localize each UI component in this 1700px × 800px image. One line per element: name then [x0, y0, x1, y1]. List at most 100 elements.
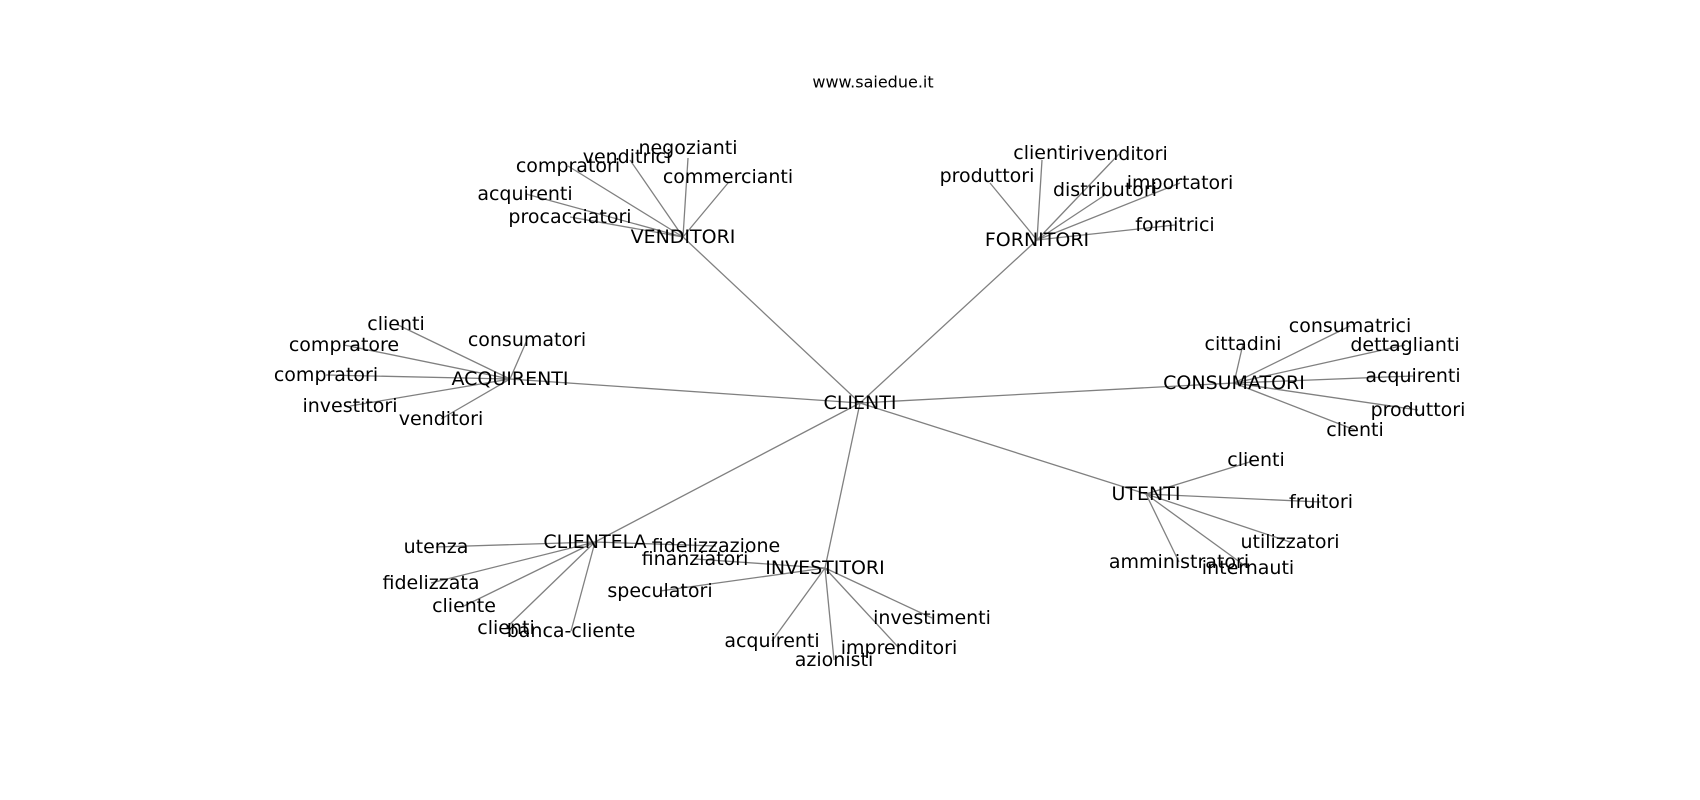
edge-venditori-negozianti — [682, 157, 689, 238]
leaf-node-acquirenti-investitori: investitori — [302, 395, 397, 417]
edge-clientela-fidelizzata — [430, 541, 596, 584]
edge-acquirenti-clienti — [395, 323, 511, 380]
leaf-node-investitori-acquirenti: acquirenti — [724, 630, 819, 652]
edge-root-acquirenti — [509, 378, 861, 404]
leaf-node-venditori-procacciatori: procacciatori — [508, 206, 631, 228]
edge-utenti-amministratori — [1145, 493, 1180, 563]
edge-venditori-commercianti — [682, 182, 729, 238]
edge-investitori-investimenti — [824, 567, 933, 619]
leaf-node-investitori-investimenti: investimenti — [873, 607, 991, 629]
edge-fornitori-produttori — [989, 182, 1038, 241]
edge-consumatori-cittadini — [1233, 343, 1244, 384]
group-node-fornitori: FORNITORI — [985, 229, 1089, 251]
leaf-node-venditori-commercianti: commercianti — [663, 166, 793, 188]
leaf-node-consumatori-produttori: produttori — [1371, 399, 1466, 421]
edge-acquirenti-venditori — [440, 378, 511, 420]
edge-venditori-procacciatori — [569, 216, 684, 238]
leaf-node-clientela-fidelizzazione: fidelizzazione — [652, 535, 780, 557]
leaf-node-fornitori-clienti: clienti — [1013, 142, 1070, 164]
edge-consumatori-dettaglianti — [1233, 344, 1406, 384]
group-node-investitori: INVESTITORI — [765, 557, 884, 579]
edge-utenti-internauti — [1145, 493, 1249, 569]
edge-consumatori-clienti — [1233, 382, 1356, 431]
leaf-node-clientela-banca-cliente: banca-cliente — [507, 620, 636, 642]
edge-root-utenti — [859, 402, 1147, 495]
group-node-clientela: CLIENTELA — [543, 531, 646, 553]
edge-utenti-utilizzatori — [1145, 493, 1291, 543]
leaf-node-utenti-amministratori: amministratori — [1109, 551, 1249, 573]
edge-root-investitori — [824, 402, 861, 569]
leaf-node-consumatori-dettaglianti: dettaglianti — [1350, 334, 1459, 356]
edge-venditori-venditrici — [629, 159, 684, 238]
leaf-node-utenti-fruitori: fruitori — [1289, 491, 1353, 513]
leaf-node-fornitori-fornitrici: fornitrici — [1135, 214, 1214, 236]
leaf-node-venditori-acquirenti: acquirenti — [477, 183, 572, 205]
edge-root-consumatori — [859, 382, 1235, 404]
edge-acquirenti-compratori — [325, 374, 511, 380]
edge-acquirenti-consumatori — [509, 339, 528, 380]
leaf-node-clientela-cliente: cliente — [432, 595, 496, 617]
edge-clientela-cliente — [463, 541, 596, 607]
leaf-node-investitori-azionisti: azionisti — [795, 649, 873, 671]
edge-fornitori-importatori — [1036, 182, 1181, 241]
edge-venditori-compratori — [567, 165, 684, 238]
leaf-node-acquirenti-consumatori: consumatori — [468, 329, 586, 351]
edge-clientela-utenza — [435, 541, 596, 548]
group-node-utenti: UTENTI — [1112, 483, 1181, 505]
leaf-node-acquirenti-compratore: compratore — [289, 334, 399, 356]
edge-consumatori-acquirenti — [1233, 375, 1414, 384]
leaf-node-venditori-venditrici: venditrici — [583, 146, 672, 168]
edge-fornitori-fornitrici — [1036, 224, 1176, 241]
edge-root-clientela — [594, 402, 861, 543]
leaf-node-clientela-utenza: utenza — [404, 536, 469, 558]
edge-fornitori-distributori — [1036, 194, 1106, 241]
leaf-node-fornitori-distributori: distributori — [1053, 179, 1157, 201]
leaf-node-investitori-finanziatori: finanziatori — [642, 548, 749, 570]
leaf-node-acquirenti-compratori: compratori — [274, 364, 378, 386]
edge-investitori-imprenditori — [824, 567, 900, 649]
root-node-label: CLIENTI — [824, 392, 897, 414]
edge-investitori-finanziatori — [694, 558, 826, 569]
leaf-node-clientela-clienti: clienti — [477, 617, 534, 639]
edge-acquirenti-investitori — [349, 378, 511, 407]
leaf-node-consumatori-acquirenti: acquirenti — [1365, 365, 1460, 387]
leaf-node-consumatori-cittadini: cittadini — [1205, 333, 1282, 355]
leaf-node-venditori-compratori: compratori — [516, 155, 620, 177]
leaf-node-clientela-fidelizzata: fidelizzata — [383, 572, 480, 594]
edge-fornitori-rivenditori — [1036, 153, 1120, 241]
leaf-node-venditori-negozianti: negozianti — [638, 137, 737, 159]
leaf-node-consumatori-consumatrici: consumatrici — [1289, 315, 1411, 337]
edge-clientela-fidelizzazione — [594, 541, 717, 547]
edge-consumatori-produttori — [1233, 382, 1419, 411]
leaf-node-investitori-speculatori: speculatori — [607, 580, 712, 602]
edge-clientela-clienti — [505, 541, 596, 629]
leaf-node-investitori-imprenditori: imprenditori — [841, 637, 957, 659]
leaf-node-fornitori-rivenditori: rivenditori — [1070, 143, 1168, 165]
edge-investitori-speculatori — [659, 567, 826, 592]
edge-acquirenti-compratore — [343, 344, 511, 380]
edge-clientela-banca-cliente — [570, 541, 596, 632]
site-title: www.saiedue.it — [812, 73, 933, 92]
leaf-node-utenti-clienti: clienti — [1227, 449, 1284, 471]
edge-investitori-acquirenti — [771, 567, 826, 642]
leaf-node-acquirenti-venditori: venditori — [399, 408, 483, 430]
leaf-node-utenti-utilizzatori: utilizzatori — [1240, 531, 1339, 553]
edge-consumatori-consumatrici — [1233, 325, 1351, 384]
edge-utenti-clienti — [1145, 459, 1257, 495]
leaf-node-acquirenti-clienti: clienti — [367, 313, 424, 335]
leaf-node-consumatori-clienti: clienti — [1326, 419, 1383, 441]
group-node-consumatori: CONSUMATORI — [1163, 372, 1305, 394]
group-node-venditori: VENDITORI — [631, 226, 736, 248]
group-node-acquirenti: ACQUIRENTI — [451, 368, 568, 390]
labels-layer: CLIENTIVENDITORInegoziantivenditricicomp… — [274, 137, 1466, 671]
edges-layer — [325, 153, 1419, 661]
edge-venditori-acquirenti — [525, 193, 684, 238]
edge-root-fornitori — [859, 239, 1038, 404]
edge-utenti-fruitori — [1145, 493, 1322, 503]
leaf-node-utenti-internauti: internauti — [1202, 557, 1294, 579]
edge-fornitori-clienti — [1036, 159, 1043, 241]
leaf-node-fornitori-produttori: produttori — [940, 165, 1035, 187]
edge-root-venditori — [682, 236, 861, 404]
edge-investitori-azionisti — [824, 567, 835, 661]
